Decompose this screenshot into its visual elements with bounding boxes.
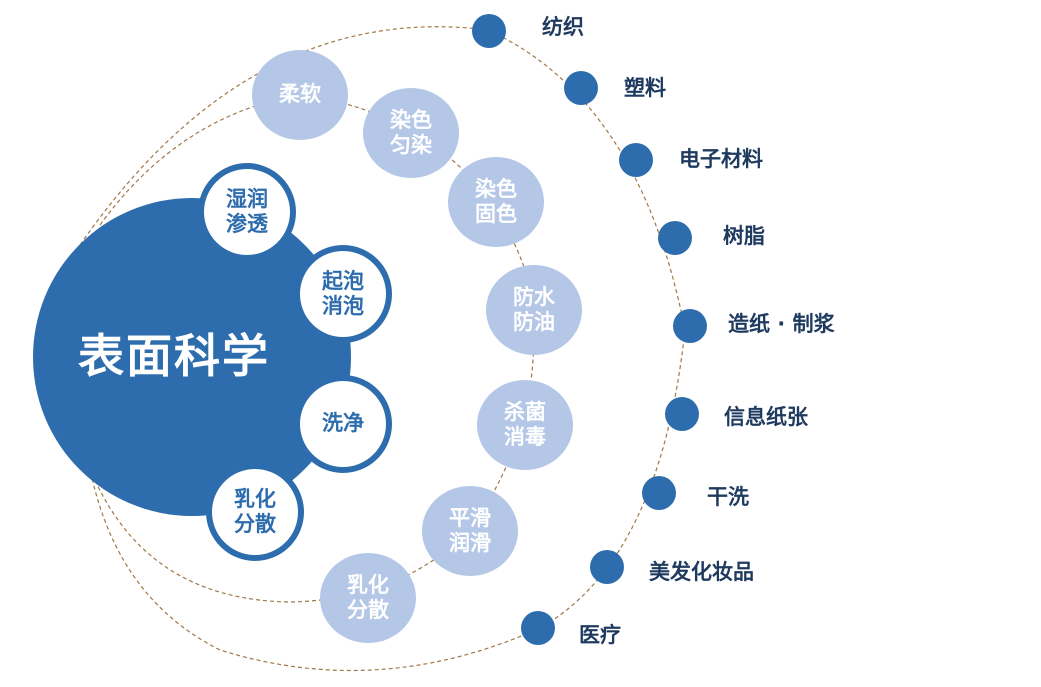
function-label: 乳化 (234, 486, 276, 511)
effect-label: 乳化 (347, 572, 389, 597)
effect-label: 平滑 (449, 505, 491, 530)
effect-label: 柔软 (279, 82, 321, 107)
application-label-info-paper: 信息纸张 (724, 405, 808, 429)
effect-circle-dye-leveling: 染色 匀染 (363, 88, 459, 178)
effect-label: 防油 (513, 310, 555, 334)
function-label: 起泡 (322, 268, 364, 293)
effect-circle-dye-fixing: 染色 固色 (448, 157, 544, 247)
effect-circle-lubricate: 平滑 润滑 (422, 486, 518, 576)
application-dot (564, 71, 598, 105)
effect-circle-softening: 柔软 (252, 50, 348, 140)
function-circle-washing: 洗净 (294, 375, 392, 473)
application-label-dry-cleaning: 干洗 (707, 485, 749, 509)
effect-circle-emulsify: 乳化 分散 (320, 553, 416, 643)
function-label: 消泡 (322, 294, 364, 318)
effect-label: 染色 (390, 107, 432, 132)
function-circle-foaming: 起泡 消泡 (294, 245, 392, 343)
application-dot (619, 143, 653, 177)
function-label: 湿润 (226, 186, 268, 211)
application-dot (673, 309, 707, 343)
effect-label: 杀菌 (504, 399, 546, 424)
function-circle-emulsify: 乳化 分散 (206, 463, 304, 561)
function-label: 洗净 (322, 411, 364, 436)
application-dot (590, 550, 624, 584)
application-dot (642, 476, 676, 510)
application-dot (521, 611, 555, 645)
application-label-resin: 树脂 (723, 224, 765, 248)
center-circle: 表面科学 (33, 198, 351, 516)
application-label-plastic: 塑料 (624, 76, 666, 100)
application-dot (472, 14, 506, 48)
application-label-medical: 医疗 (579, 623, 621, 647)
effect-label: 分散 (347, 598, 389, 622)
effect-label: 固色 (475, 202, 517, 226)
effect-label: 防水 (513, 284, 555, 309)
application-label-papermaking: 造纸 · 制浆 (728, 312, 835, 336)
function-label: 分散 (234, 512, 276, 536)
effect-circle-sterilize: 杀菌 消毒 (477, 380, 573, 470)
effect-label: 润滑 (449, 531, 491, 555)
application-label-electronic: 电子材料 (679, 147, 763, 171)
effect-label: 匀染 (390, 133, 432, 157)
effect-circle-waterproof: 防水 防油 (486, 265, 582, 355)
application-label-textile: 纺织 (542, 15, 584, 39)
application-dot (658, 221, 692, 255)
center-label: 表面科学 (78, 329, 270, 384)
effect-label: 染色 (475, 176, 517, 201)
application-dot (665, 397, 699, 431)
function-label: 渗透 (226, 212, 268, 236)
effect-label: 消毒 (504, 425, 546, 449)
function-circle-wetting: 湿润 渗透 (198, 163, 296, 261)
outer-dashed-arc (79, 26, 686, 672)
application-label-cosmetics: 美发化妆品 (649, 560, 754, 584)
